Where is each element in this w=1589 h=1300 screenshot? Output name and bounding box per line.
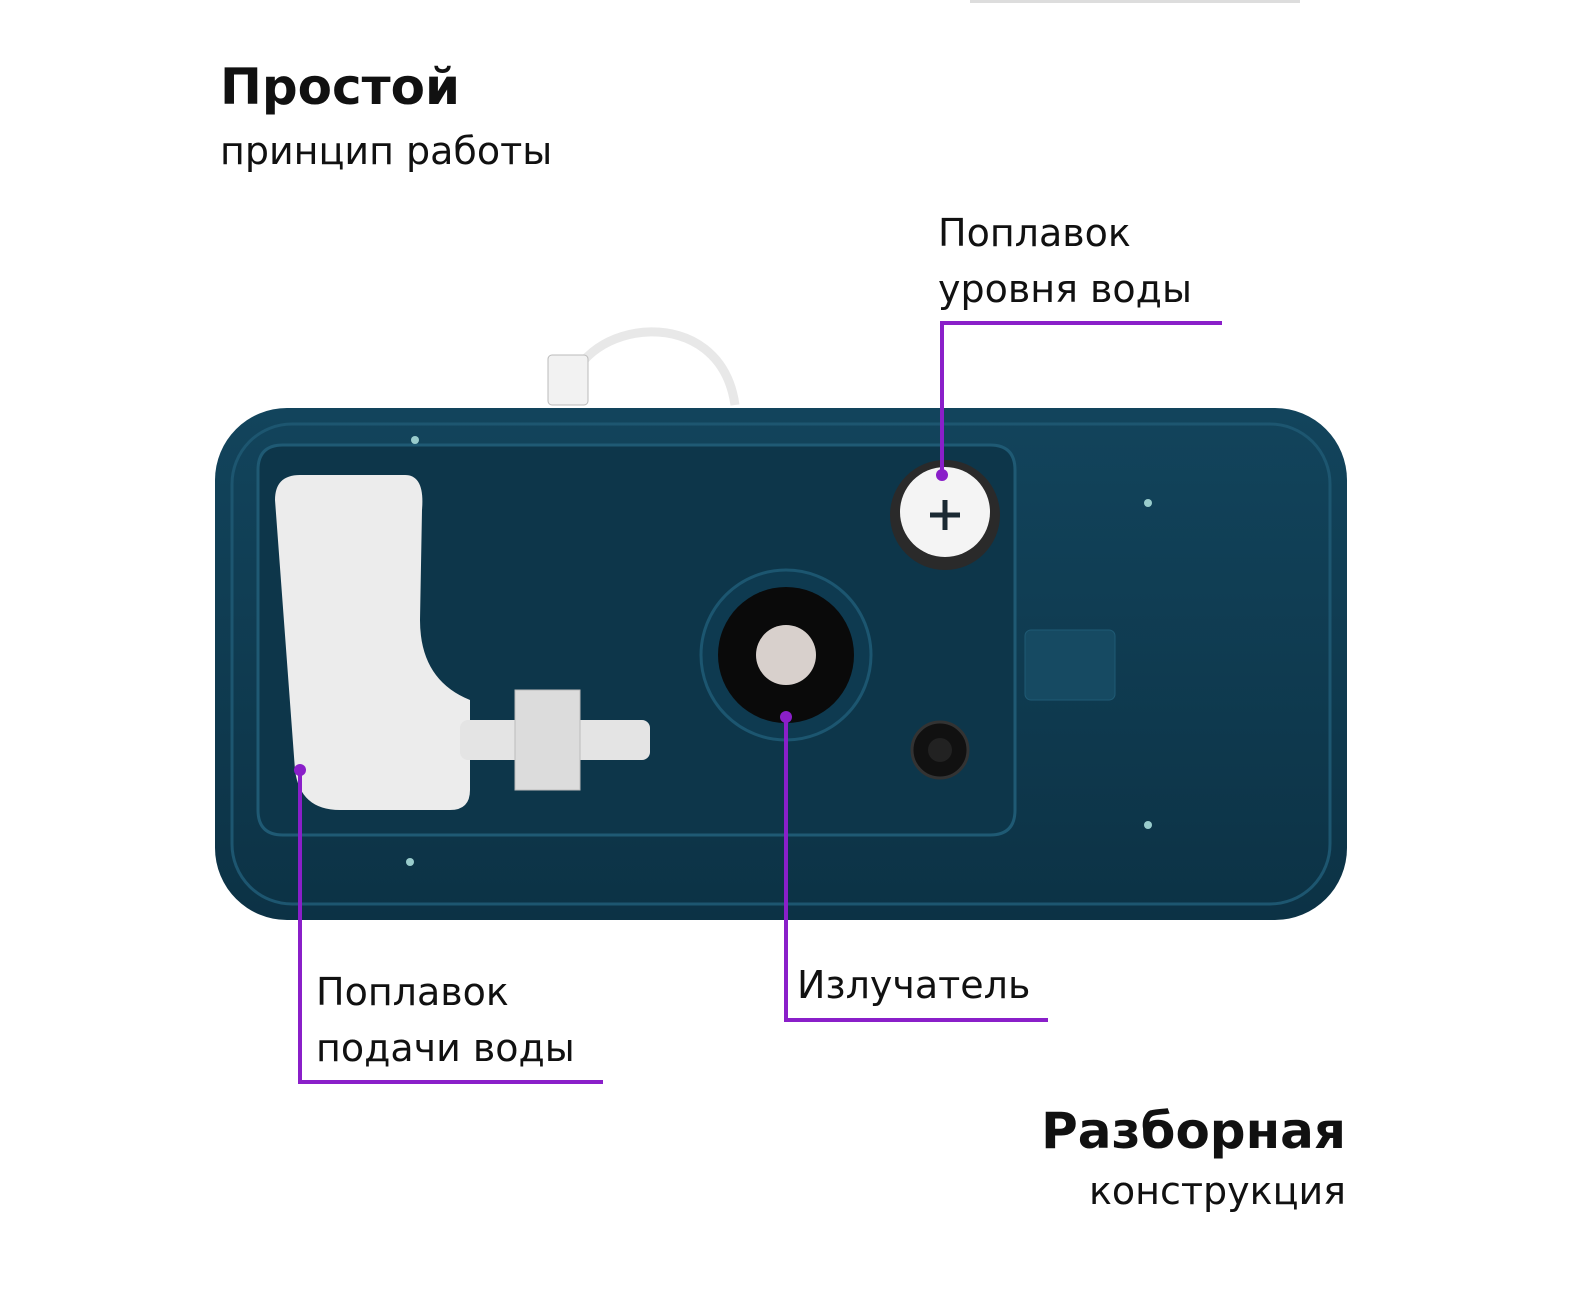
emitter-leader-line (784, 717, 1048, 1022)
emitter-label: Излучатель (797, 963, 1031, 1007)
feed-float-label-1: Поплавок (316, 970, 509, 1014)
heading-right-subtitle: конструкция (1088, 1169, 1346, 1213)
power-cable (565, 327, 740, 406)
level-float-label-1: Поплавок (938, 211, 1131, 255)
level-float-label-2: уровня воды (938, 267, 1192, 311)
emitter-disc (756, 625, 816, 685)
feed-float-leader-line (298, 770, 603, 1084)
latch (1024, 629, 1116, 701)
feed-float-label-2: подачи воды (316, 1026, 575, 1070)
feed-float (275, 475, 470, 810)
top-divider (970, 0, 1300, 3)
level-float-leader-line (940, 321, 1222, 475)
cable-plug (547, 354, 589, 406)
heading-left-title: Простой (220, 58, 460, 116)
heading-left-subtitle: принцип работы (220, 129, 553, 173)
heading-right-title: Разборная (1041, 1102, 1346, 1160)
